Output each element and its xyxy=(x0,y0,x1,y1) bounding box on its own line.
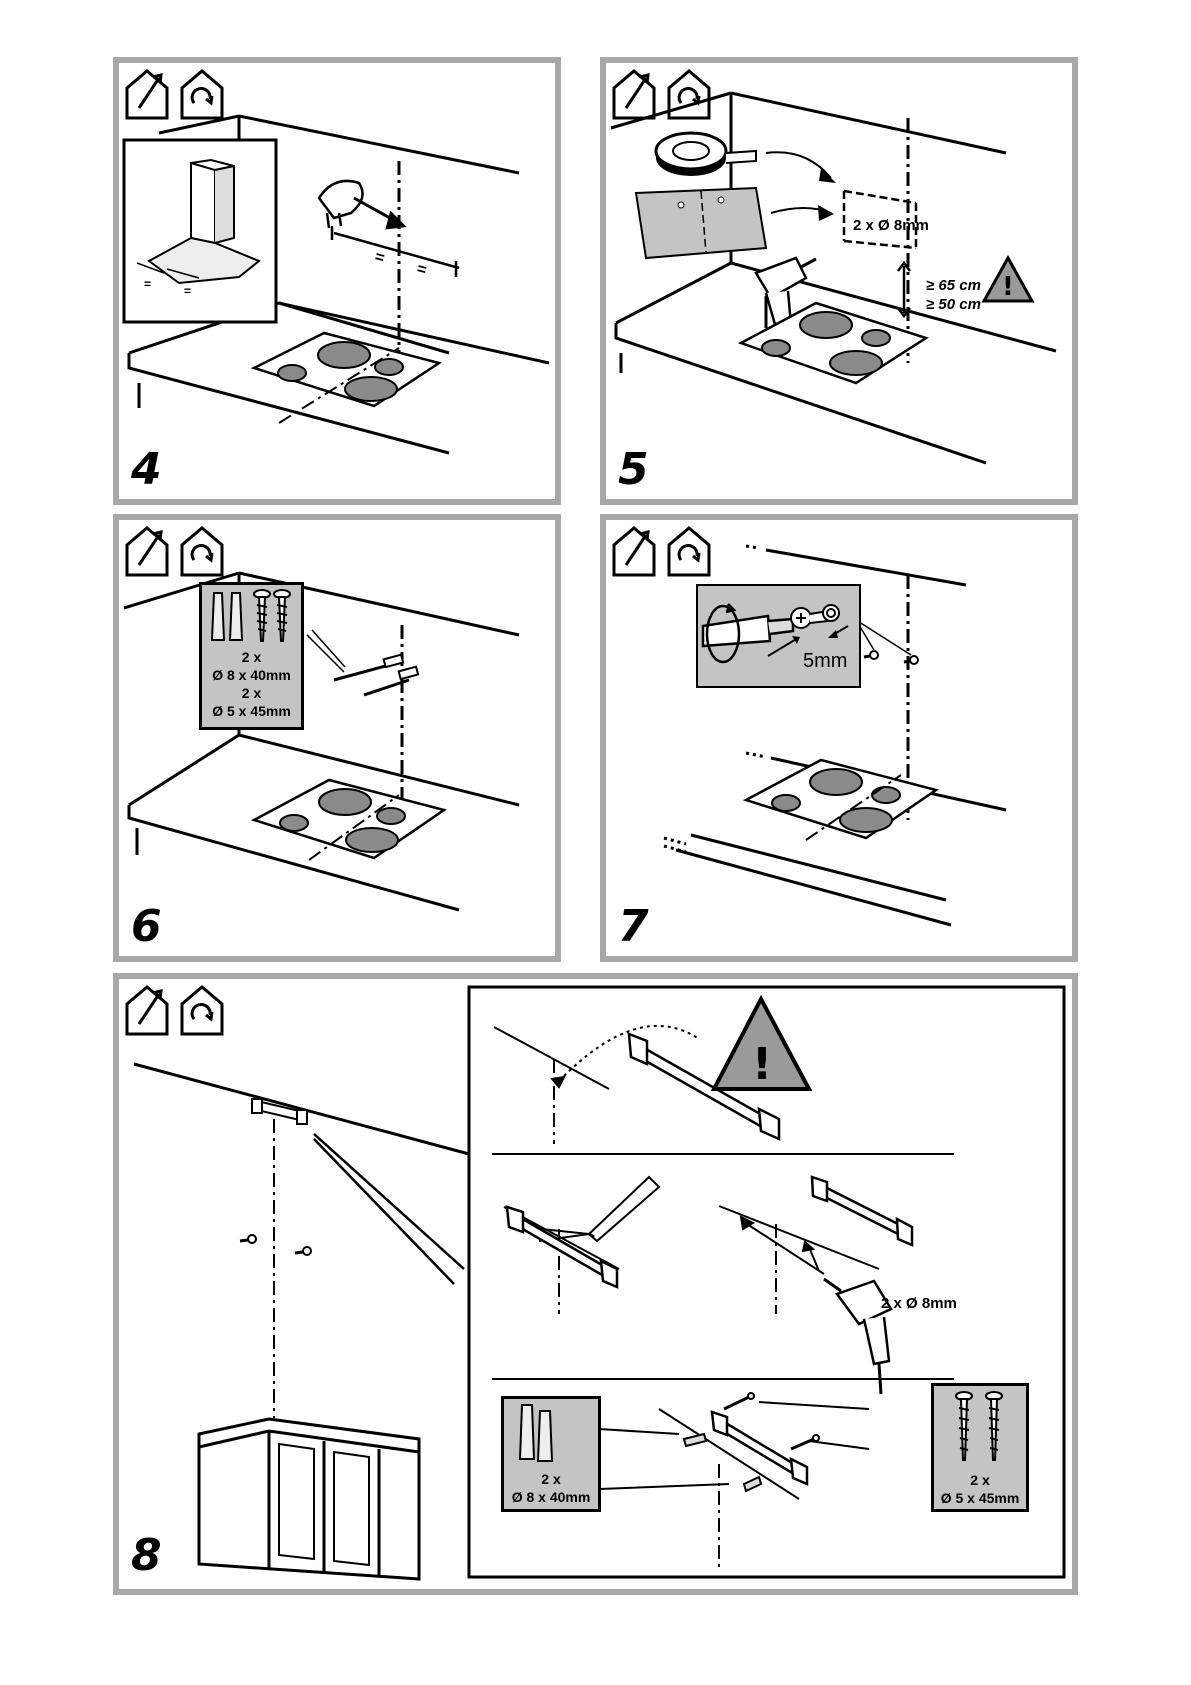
recirculation-house-icon xyxy=(669,528,709,575)
step-5-illustration: ! xyxy=(606,63,1072,499)
dim-label-b: = xyxy=(415,260,428,279)
height-gas-label: ≥ 65 cm xyxy=(926,277,981,294)
plugs-inset: 2 x Ø 8 x 40mm xyxy=(501,1396,601,1512)
tape-roll-icon xyxy=(656,133,756,176)
step-5-panel: ! 2 x Ø 8mm ≥ 65 cm ≥ 50 cm 5 xyxy=(600,57,1078,505)
screw-icon xyxy=(791,605,839,628)
hob xyxy=(741,303,926,383)
recirculation-house-icon xyxy=(669,71,709,118)
plug-icons xyxy=(504,1399,598,1469)
screws-inset: 2 x Ø 5 x 45mm xyxy=(931,1383,1029,1512)
duct-out-house-icon xyxy=(614,528,654,575)
plug-size: Ø 8 x 40mm xyxy=(202,667,301,683)
screw-heads xyxy=(864,651,918,664)
paper-template-icon xyxy=(636,188,766,258)
recirculation-house-icon xyxy=(182,71,222,118)
step-number: 4 xyxy=(131,448,162,492)
plug-qty: 2 x xyxy=(504,1471,598,1487)
screw-qty: 2 x xyxy=(202,685,301,701)
hob xyxy=(254,780,444,860)
wall-cabinets xyxy=(199,1419,419,1579)
duct-out-house-icon xyxy=(127,71,167,118)
screw-size: Ø 5 x 45mm xyxy=(934,1490,1026,1506)
screw-icons xyxy=(934,1386,1026,1466)
screw-icon xyxy=(254,590,290,641)
step-7-panel: 5mm 7 xyxy=(600,514,1078,962)
plug-size: Ø 8 x 40mm xyxy=(504,1489,598,1505)
duct-out-house-icon xyxy=(127,987,167,1034)
screw-icon xyxy=(956,1392,1002,1460)
plug-qty: 2 x xyxy=(202,649,301,665)
holes-label: 2 x Ø 8mm xyxy=(853,217,929,234)
hood-inset xyxy=(124,140,276,322)
screw-gap-inset: 5mm xyxy=(696,584,861,688)
step-4-illustration: = = = = xyxy=(119,63,555,499)
fixings-inset: 2 x Ø 8 x 40mm 2 x Ø 5 x 45mm xyxy=(199,582,304,730)
fixings-icons xyxy=(202,585,301,645)
svg-text:!: ! xyxy=(1002,272,1014,302)
step-number: 7 xyxy=(618,905,649,949)
house-icons xyxy=(127,71,222,118)
height-electric-label: ≥ 50 cm xyxy=(926,296,981,313)
screw-size: Ø 5 x 45mm xyxy=(202,703,301,719)
step-4-panel: = = = = 4 xyxy=(113,57,561,505)
dim-label-a: = xyxy=(373,248,386,267)
duct-out-house-icon xyxy=(127,528,167,575)
step-number: 8 xyxy=(131,1534,162,1578)
screw-qty: 2 x xyxy=(934,1472,1026,1488)
drill-holes-label: 2 x Ø 8mm xyxy=(881,1295,957,1312)
template-hand xyxy=(319,181,459,277)
step-6-illustration xyxy=(119,520,555,956)
wall-plug-icon xyxy=(520,1405,552,1461)
svg-text:!: ! xyxy=(752,1039,772,1090)
recirculation-house-icon xyxy=(182,987,222,1034)
step-6-panel: 2 x Ø 8 x 40mm 2 x Ø 5 x 45mm 6 xyxy=(113,514,561,962)
inset-dim-b: = xyxy=(184,284,191,298)
step-number: 5 xyxy=(618,448,649,492)
warning-triangle-icon: ! xyxy=(984,258,1032,302)
wall-plug-icon xyxy=(212,593,242,640)
screwdriver-icon xyxy=(703,604,793,662)
screw-heads xyxy=(240,1235,311,1255)
step-number: 6 xyxy=(131,905,162,949)
inset-dim-a: = xyxy=(144,277,151,291)
duct-out-house-icon xyxy=(614,71,654,118)
recirculation-house-icon xyxy=(182,528,222,575)
step-8-panel: ! xyxy=(113,973,1078,1595)
gap-label: 5mm xyxy=(803,650,847,673)
